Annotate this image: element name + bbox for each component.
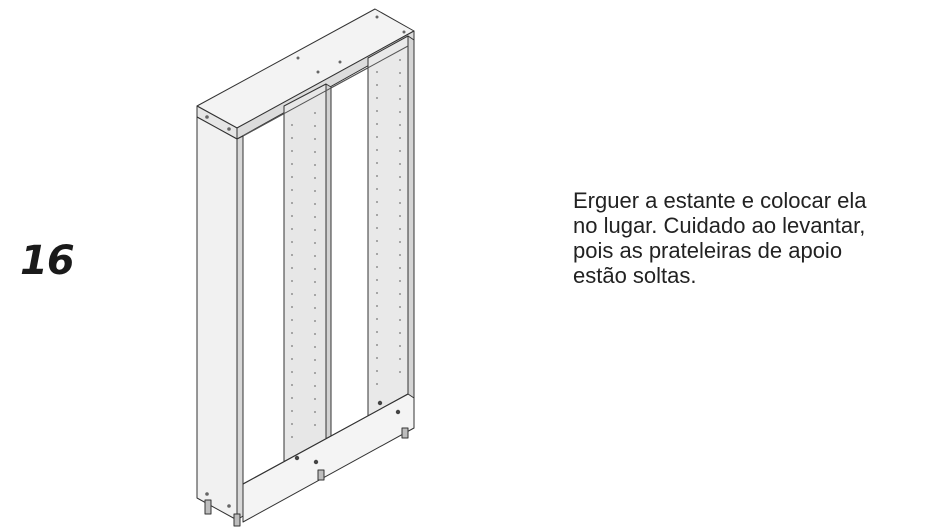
instruction-line-3: pois as prateleiras de apoio xyxy=(573,238,843,263)
foot-front-right xyxy=(233,513,241,527)
left-side-panel xyxy=(196,116,238,521)
foot-mid xyxy=(317,469,325,481)
divider-holes xyxy=(291,112,316,438)
instruction-line-1: Erguer a estante e colocar ela xyxy=(573,188,867,213)
instruction-line-4: estão soltas. xyxy=(573,263,697,288)
foot-front-left xyxy=(204,499,212,515)
divider-panel xyxy=(283,83,327,481)
instruction-line-2: no lugar. Cuidado ao levantar, xyxy=(573,213,866,238)
right-panel-holes xyxy=(376,59,401,385)
foot-back-right xyxy=(401,427,409,439)
right-side-panel xyxy=(367,35,409,447)
step-number: 16 xyxy=(20,238,75,284)
instruction-text: Erguer a estante e colocar ela no lugar.… xyxy=(573,188,923,288)
